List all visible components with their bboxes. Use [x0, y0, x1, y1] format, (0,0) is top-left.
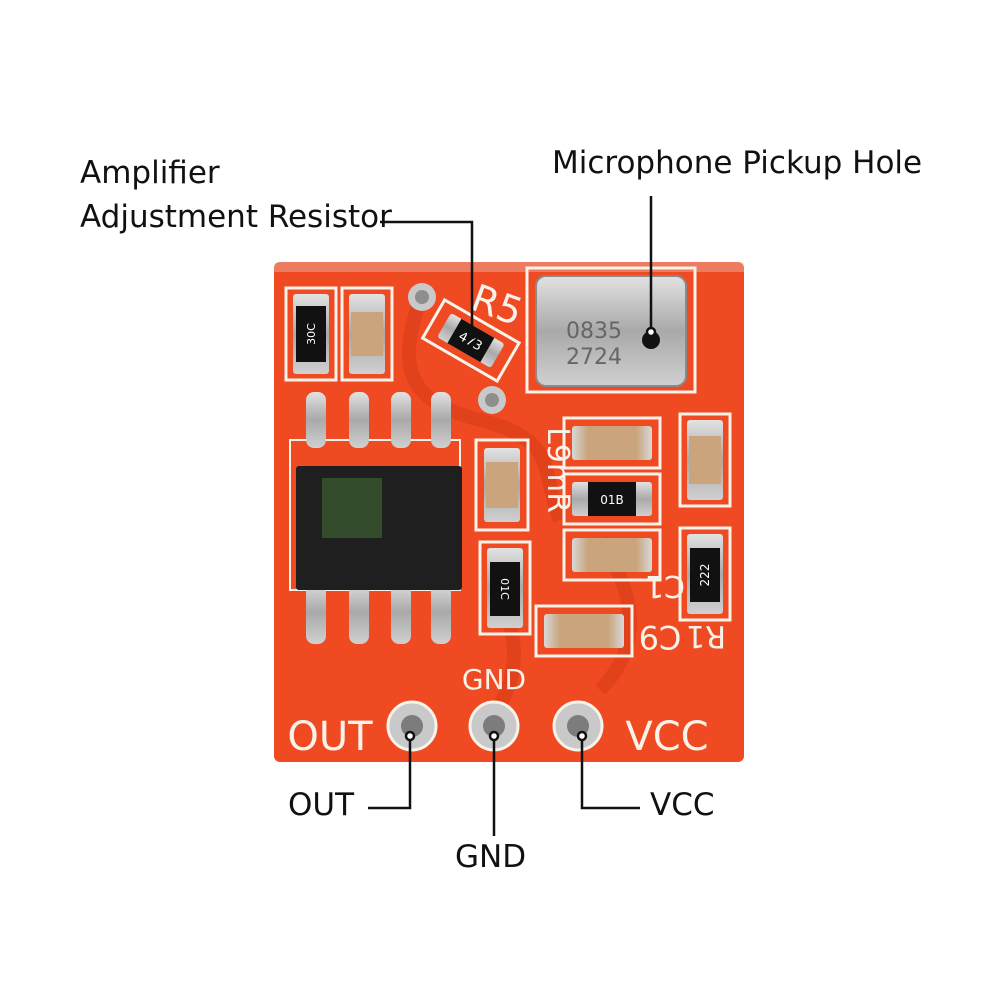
silk-c9: C9	[639, 618, 682, 656]
mic-pickup-hole	[642, 331, 660, 349]
capacitor-right-1	[562, 416, 662, 470]
chip-logo-square	[322, 478, 382, 538]
callout-gnd: GND	[455, 839, 527, 875]
leader-out	[368, 736, 412, 810]
callout-out: OUT	[288, 787, 355, 823]
leader-amplifier	[380, 220, 474, 332]
pcb-edge-top	[274, 262, 744, 272]
capacitor-top-left	[340, 286, 394, 382]
pad-vcc	[552, 700, 604, 752]
leader-vcc	[580, 736, 640, 810]
microphone: 0835 2724	[525, 266, 697, 394]
callout-amplifier-line1: Amplifier	[80, 155, 220, 191]
callout-vcc: VCC	[650, 787, 715, 823]
capacitor-c9	[534, 604, 634, 658]
silk-r1: R1	[686, 618, 726, 653]
resistor-01b: 01B	[562, 472, 662, 526]
resistor-01c-label: 01C	[498, 578, 511, 600]
resistor-30c: 30C	[284, 286, 338, 382]
silk-gnd: GND	[462, 663, 526, 696]
mic-mark-line2: 2724	[566, 345, 622, 370]
leader-lines	[368, 196, 657, 836]
via-middle	[478, 386, 506, 414]
resistor-222: 222	[678, 526, 732, 622]
callout-mic-hole: Microphone Pickup Hole	[552, 145, 923, 181]
via-top	[408, 283, 436, 311]
silk-vcc: VCC	[625, 714, 708, 760]
capacitor-c1	[562, 528, 662, 582]
pad-out	[386, 700, 438, 752]
mic-mark-line1: 0835	[566, 319, 622, 344]
capacitor-center-top	[474, 438, 530, 532]
resistor-222-label: 222	[698, 564, 712, 587]
resistor-01c: 01C	[478, 540, 532, 636]
silk-out: OUT	[287, 714, 373, 760]
resistor-r5: 473	[420, 297, 522, 384]
silk-vertical-label: L9mR	[540, 427, 575, 513]
silk-c1: C1	[645, 568, 685, 603]
callout-amplifier-line2: Adjustment Resistor	[80, 199, 392, 235]
resistor-01b-label: 01B	[600, 493, 624, 507]
opamp-chip	[289, 392, 462, 644]
capacitor-right-vertical	[678, 412, 732, 508]
resistor-30c-label: 30C	[305, 323, 318, 345]
